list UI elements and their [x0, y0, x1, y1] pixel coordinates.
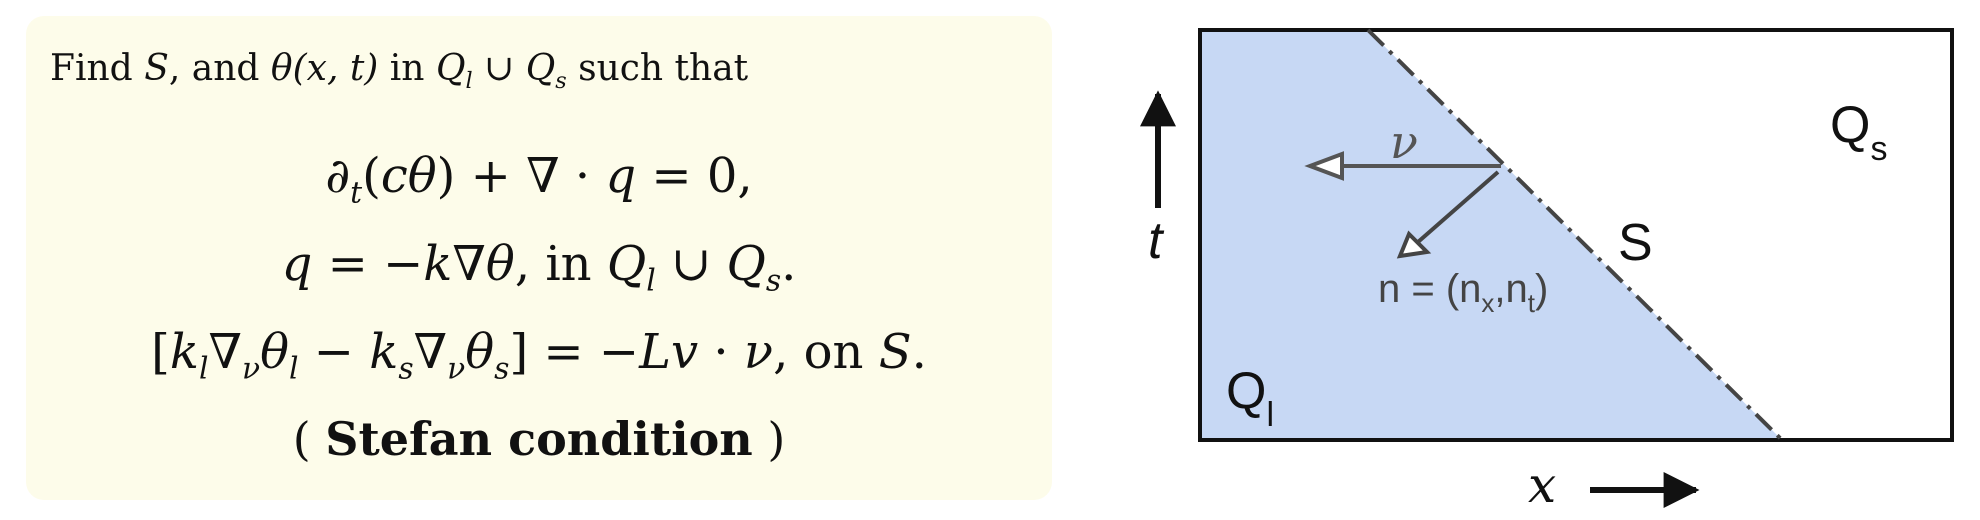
- text-such-that: such that: [578, 48, 749, 89]
- paren-close: ): [752, 412, 786, 466]
- symbol-kl: k: [169, 324, 199, 380]
- text-in: , in: [514, 236, 607, 292]
- paren-close: ): [436, 148, 456, 204]
- period: .: [781, 236, 797, 292]
- symbol-kl-sub: l: [198, 351, 209, 387]
- symbol-qs-sub: s: [765, 263, 782, 299]
- interface-label: S: [1618, 214, 1653, 272]
- symbol-qs: Q: [726, 236, 766, 292]
- symbol-nabla: ∇: [208, 324, 243, 380]
- symbol-cup: ∪: [484, 48, 515, 89]
- symbol-nabla: ∇: [452, 236, 486, 292]
- bracket-open: [: [151, 324, 170, 380]
- symbol-theta-s: θ: [465, 324, 495, 380]
- text-in: in: [389, 48, 425, 89]
- nu-arrow-head: [1304, 151, 1344, 181]
- interface-line: [1366, 28, 1784, 442]
- divergence-term: + ∇ ·: [455, 148, 606, 204]
- minus: −: [298, 324, 370, 380]
- paren-open: (: [362, 148, 381, 204]
- symbol-theta: θ: [407, 148, 437, 204]
- bracket-close-equals: ] = −: [509, 324, 640, 380]
- symbol-qs-sub: s: [555, 68, 567, 95]
- symbol-s: S: [144, 48, 169, 89]
- symbol-ql-sub: l: [646, 263, 656, 299]
- equation-flux: q = −k∇θ, in Ql ∪ Qs.: [26, 236, 1052, 299]
- symbol-c: c: [380, 148, 408, 204]
- symbol-cup: ∪: [655, 236, 727, 292]
- dot: ·: [698, 324, 744, 380]
- symbol-theta: θ: [485, 236, 515, 292]
- symbol-nu: ν: [743, 324, 774, 380]
- symbol-qs: Q: [525, 48, 556, 89]
- liquid-region-label: Ql: [1226, 362, 1274, 434]
- paren-open: (: [292, 412, 326, 466]
- domain-diagram: t x Qs Ql S ν n = (nx,nt): [1140, 28, 1954, 514]
- symbol-ql-sub: l: [465, 68, 473, 95]
- domain-box: [1198, 28, 1954, 442]
- period: .: [911, 324, 927, 380]
- symbol-ql: Q: [435, 48, 466, 89]
- text-on: , on: [773, 324, 879, 380]
- symbol-args: (x, t): [292, 48, 379, 89]
- problem-statement: Find S, and θ(x, t) in Ql ∪ Qs such that: [50, 48, 748, 94]
- equation-panel: Find S, and θ(x, t) in Ql ∪ Qs such that…: [26, 16, 1052, 500]
- symbol-nu-sub: ν: [242, 351, 261, 387]
- nu-label: ν: [1390, 115, 1418, 169]
- equals-minus: = −: [312, 236, 424, 292]
- symbol-S: S: [878, 324, 912, 380]
- solid-region-label: Qs: [1830, 96, 1887, 168]
- symbol-ks: k: [369, 324, 399, 380]
- symbol-theta: θ: [270, 48, 293, 89]
- symbol-ql: Q: [606, 236, 647, 292]
- symbol-theta-l-sub: l: [289, 351, 299, 387]
- equation-interface: [kl∇νθl − ks∇νθs] = −Lv · ν, on S.: [26, 324, 1052, 387]
- symbol-theta-l: θ: [260, 324, 290, 380]
- normal-vector-label: n = (nx,nt): [1378, 267, 1548, 318]
- partial-symbol: ∂: [325, 148, 351, 204]
- text-and: , and: [168, 48, 260, 89]
- symbol-k: k: [423, 236, 453, 292]
- n-arrow-head: [1396, 230, 1432, 259]
- stefan-condition-label: ( Stefan condition ): [26, 412, 1052, 466]
- equation-conservation: ∂t(cθ) + ∇ · q = 0,: [26, 148, 1052, 211]
- liquid-region: [1200, 30, 1782, 440]
- x-axis-label: x: [1528, 456, 1556, 514]
- symbol-v: v: [671, 324, 699, 380]
- symbol-q: q: [605, 148, 637, 204]
- t-axis-label: t: [1148, 212, 1165, 270]
- text-find: Find: [50, 48, 133, 89]
- symbol-nu-sub: ν: [447, 351, 466, 387]
- symbol-q: q: [281, 236, 313, 292]
- equals-zero: = 0,: [636, 148, 753, 204]
- symbol-nabla: ∇: [413, 324, 448, 380]
- symbol-L: L: [639, 324, 671, 380]
- n-arrow-shaft: [1416, 170, 1500, 244]
- partial-sub: t: [350, 175, 363, 211]
- symbol-theta-s-sub: s: [494, 351, 510, 387]
- stefan-condition-text: Stefan condition: [325, 412, 753, 466]
- symbol-ks-sub: s: [398, 351, 414, 387]
